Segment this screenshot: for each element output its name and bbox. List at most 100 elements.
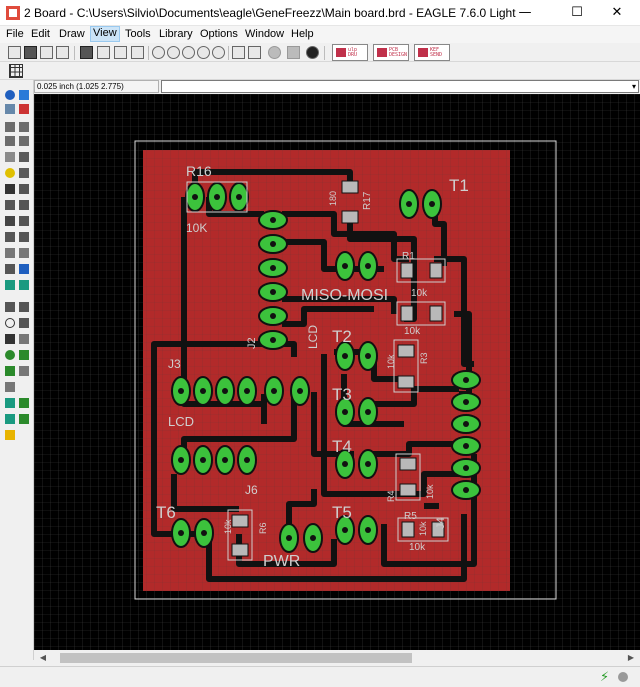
help-icon[interactable]	[306, 46, 319, 59]
label-t6: T6	[156, 503, 176, 522]
optimize-icon[interactable]	[5, 264, 15, 274]
delete-icon[interactable]	[5, 184, 15, 194]
menu-view[interactable]: View	[90, 26, 120, 42]
go-icon[interactable]	[287, 46, 300, 59]
cam-icon[interactable]	[56, 46, 69, 59]
name-icon[interactable]	[19, 216, 29, 226]
close-button[interactable]: ✕	[611, 5, 623, 20]
chevron-down-icon[interactable]: ▾	[631, 82, 636, 91]
via-icon[interactable]	[5, 350, 15, 360]
menu-help[interactable]: Help	[291, 28, 314, 40]
print-icon[interactable]	[40, 46, 53, 59]
hole-icon[interactable]	[5, 366, 15, 376]
mark-icon[interactable]	[19, 104, 29, 114]
circle-icon[interactable]	[5, 318, 15, 328]
maximize-button[interactable]: ☐	[571, 5, 583, 20]
menu-file[interactable]: File	[6, 28, 24, 40]
change-icon[interactable]	[19, 152, 29, 162]
horizontal-scrollbar[interactable]: ◀ ▶	[34, 650, 640, 666]
ulp-button-3[interactable]: KEF SEND	[414, 44, 450, 61]
label-r16-value: 10K	[186, 221, 207, 235]
value-icon[interactable]	[5, 232, 15, 242]
add-icon[interactable]	[19, 184, 29, 194]
scroll-right-icon[interactable]: ▶	[627, 653, 635, 662]
save-icon[interactable]	[24, 46, 37, 59]
label-j3: J3	[168, 357, 181, 371]
show-icon[interactable]	[19, 90, 29, 100]
undo-icon[interactable]	[232, 46, 245, 59]
rect-icon[interactable]	[5, 334, 15, 344]
label-j2: J2	[246, 337, 258, 349]
use-library-icon[interactable]	[97, 46, 110, 59]
redo-icon[interactable]	[248, 46, 261, 59]
pinswap-icon[interactable]	[5, 200, 15, 210]
ulp-button-2-label: PCB DESIGN	[389, 47, 408, 58]
stop-icon[interactable]	[618, 672, 628, 682]
wire-icon[interactable]	[19, 280, 29, 290]
menu-tools[interactable]: Tools	[125, 28, 151, 40]
stop-command-icon[interactable]	[268, 46, 281, 59]
route-icon[interactable]	[19, 264, 29, 274]
rotate-icon[interactable]	[19, 136, 29, 146]
label-pwr: PWR	[263, 553, 300, 570]
text-icon[interactable]	[19, 302, 29, 312]
arc-icon[interactable]	[19, 318, 29, 328]
zoom-in-icon[interactable]	[167, 46, 180, 59]
script-icon[interactable]	[114, 46, 127, 59]
label-j4-value: 10k	[418, 521, 428, 536]
scroll-left-icon[interactable]: ◀	[39, 653, 47, 662]
label-t1: T1	[449, 176, 469, 195]
zoom-out-icon[interactable]	[182, 46, 195, 59]
zoom-select-icon[interactable]	[212, 46, 225, 59]
cut-icon[interactable]	[19, 168, 29, 178]
info-icon[interactable]	[5, 90, 15, 100]
scroll-thumb[interactable]	[60, 653, 412, 663]
coordinate-readout: 0.025 inch (1.025 2.775)	[34, 80, 159, 93]
group-icon[interactable]	[5, 152, 15, 162]
smash-icon[interactable]	[19, 232, 29, 242]
signal-icon[interactable]	[19, 350, 29, 360]
replace-icon[interactable]	[19, 200, 29, 210]
board-canvas[interactable]: R16 10K 180 R17 T1 R1 10k MISO-MOSI 10k …	[34, 94, 640, 650]
erc-icon[interactable]	[5, 414, 15, 424]
line-icon[interactable]	[5, 302, 15, 312]
label-r17-value: 180	[328, 191, 338, 206]
open-icon[interactable]	[8, 46, 21, 59]
paste-icon[interactable]	[5, 168, 15, 178]
copy-icon[interactable]	[19, 122, 29, 132]
ulp-button-1[interactable]: ulp DRU	[332, 44, 368, 61]
display-icon[interactable]	[5, 104, 15, 114]
window-title: 2 Board - C:\Users\Silvio\Documents\eagl…	[24, 6, 516, 20]
menu-library[interactable]: Library	[159, 28, 193, 40]
split-icon[interactable]	[19, 248, 29, 258]
menu-window[interactable]: Window	[245, 28, 285, 40]
auto-icon[interactable]	[19, 398, 29, 408]
command-input[interactable]: ▾	[161, 80, 639, 93]
drc-icon[interactable]	[19, 414, 29, 424]
dimension-icon[interactable]	[5, 382, 15, 392]
zoom-fit-icon[interactable]	[152, 46, 165, 59]
mirror-icon[interactable]	[5, 136, 15, 146]
miter-icon[interactable]	[5, 248, 15, 258]
attribute-icon[interactable]	[19, 366, 29, 376]
redraw-icon[interactable]	[197, 46, 210, 59]
label-r5: R5	[404, 511, 417, 522]
label-lcd-vertical: LCD	[306, 325, 320, 349]
errors-icon[interactable]	[5, 430, 15, 440]
run-ulp-icon[interactable]	[131, 46, 144, 59]
ratsnest-icon[interactable]	[5, 398, 15, 408]
menu-edit[interactable]: Edit	[31, 28, 50, 40]
polygon-icon[interactable]	[19, 334, 29, 344]
switch-to-schematic-icon[interactable]	[80, 46, 93, 59]
move-icon[interactable]	[5, 122, 15, 132]
ripup-icon[interactable]	[5, 280, 15, 290]
grid-icon[interactable]	[9, 64, 23, 78]
bolt-icon[interactable]: ⚡	[600, 669, 610, 684]
menu-options[interactable]: Options	[200, 28, 238, 40]
lock-icon[interactable]	[5, 216, 15, 226]
label-r4: R4	[386, 490, 396, 502]
minimize-button[interactable]: —	[518, 5, 532, 20]
menu-draw[interactable]: Draw	[59, 28, 85, 40]
label-t5: T5	[332, 503, 352, 522]
ulp-button-2[interactable]: PCB DESIGN	[373, 44, 409, 61]
